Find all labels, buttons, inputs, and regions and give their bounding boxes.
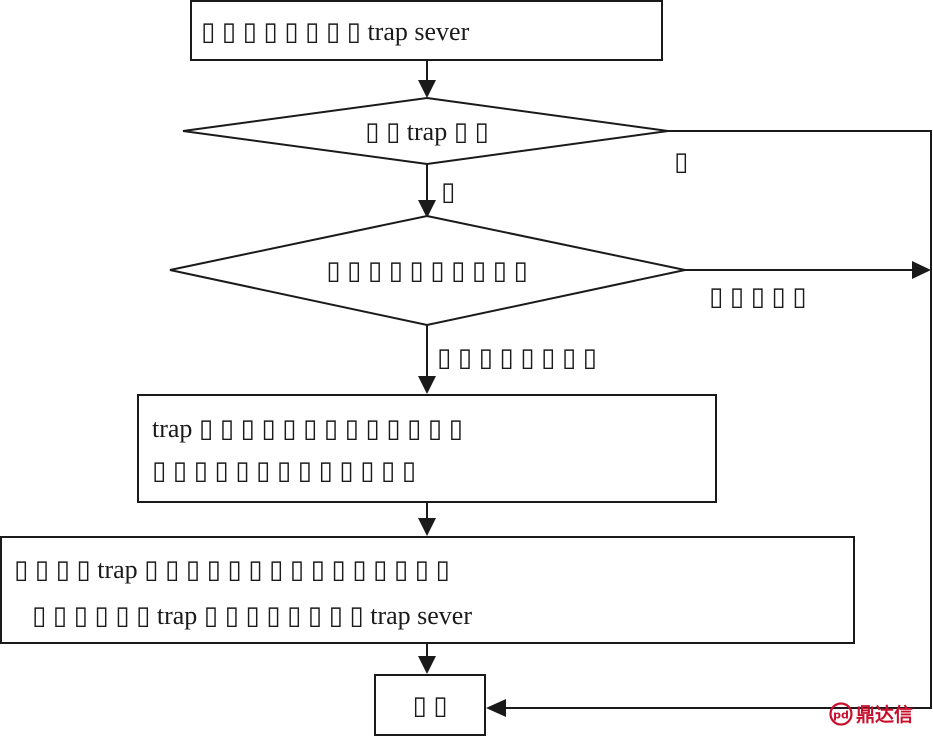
decision2-label: ▯ ▯ ▯ ▯ ▯ ▯ ▯ ▯ ▯ ▯	[326, 256, 528, 285]
process1-line1: trap ▯ ▯ ▯ ▯ ▯ ▯ ▯ ▯ ▯ ▯ ▯ ▯ ▯	[152, 414, 463, 443]
edge-decision2-to-process1	[418, 325, 436, 394]
edge-decision2-right	[685, 261, 931, 279]
process1-node: trap ▯ ▯ ▯ ▯ ▯ ▯ ▯ ▯ ▯ ▯ ▯ ▯ ▯ ▯ ▯ ▯ ▯ ▯…	[137, 394, 717, 503]
edge-process1-to-process2	[418, 502, 436, 536]
arrowhead-icon	[418, 80, 436, 98]
arrowhead-icon	[912, 261, 931, 279]
watermark: pd 鼎达信	[829, 700, 913, 727]
arrowhead-icon	[418, 200, 436, 218]
decision1-label: ▯ ▯ trap ▯ ▯	[365, 117, 489, 146]
arrowhead-icon	[486, 699, 506, 717]
decision1-down-label: ▯	[441, 177, 455, 206]
decision1-right-label: ▯	[674, 147, 688, 176]
edge-decision1-right-to-end	[486, 130, 932, 717]
pd-logo-icon: pd	[829, 701, 853, 726]
svg-text:pd: pd	[833, 708, 849, 721]
edge-start-to-decision1	[418, 60, 436, 98]
edge-decision1-to-decision2	[418, 164, 436, 218]
arrowhead-icon	[418, 376, 436, 394]
process2-line2: ▯ ▯ ▯ ▯ ▯ ▯ trap ▯ ▯ ▯ ▯ ▯ ▯ ▯ ▯ trap se…	[32, 601, 472, 630]
end-node: ▯ ▯	[374, 674, 486, 736]
process1-line2: ▯ ▯ ▯ ▯ ▯ ▯ ▯ ▯ ▯ ▯ ▯ ▯ ▯	[152, 456, 416, 485]
decision2-node: ▯ ▯ ▯ ▯ ▯ ▯ ▯ ▯ ▯ ▯	[169, 214, 686, 327]
process2-line1: ▯ ▯ ▯ ▯ trap ▯ ▯ ▯ ▯ ▯ ▯ ▯ ▯ ▯ ▯ ▯ ▯ ▯ ▯…	[14, 555, 450, 584]
arrowhead-icon	[418, 656, 436, 674]
decision2-down-label: ▯ ▯ ▯ ▯ ▯ ▯ ▯ ▯	[437, 343, 597, 372]
edge-process2-to-end	[418, 643, 436, 674]
end-node-label: ▯ ▯	[412, 691, 447, 720]
decision2-right-label: ▯ ▯ ▯ ▯ ▯	[709, 282, 807, 311]
decision1-node: ▯ ▯ trap ▯ ▯	[182, 96, 669, 166]
process2-node: ▯ ▯ ▯ ▯ trap ▯ ▯ ▯ ▯ ▯ ▯ ▯ ▯ ▯ ▯ ▯ ▯ ▯ ▯…	[0, 536, 855, 644]
start-node: ▯ ▯ ▯ ▯ ▯ ▯ ▯ ▯ trap sever	[190, 0, 663, 61]
arrowhead-icon	[418, 518, 436, 536]
watermark-text: 鼎达信	[856, 704, 914, 726]
start-node-label: ▯ ▯ ▯ ▯ ▯ ▯ ▯ ▯ trap sever	[201, 17, 470, 46]
